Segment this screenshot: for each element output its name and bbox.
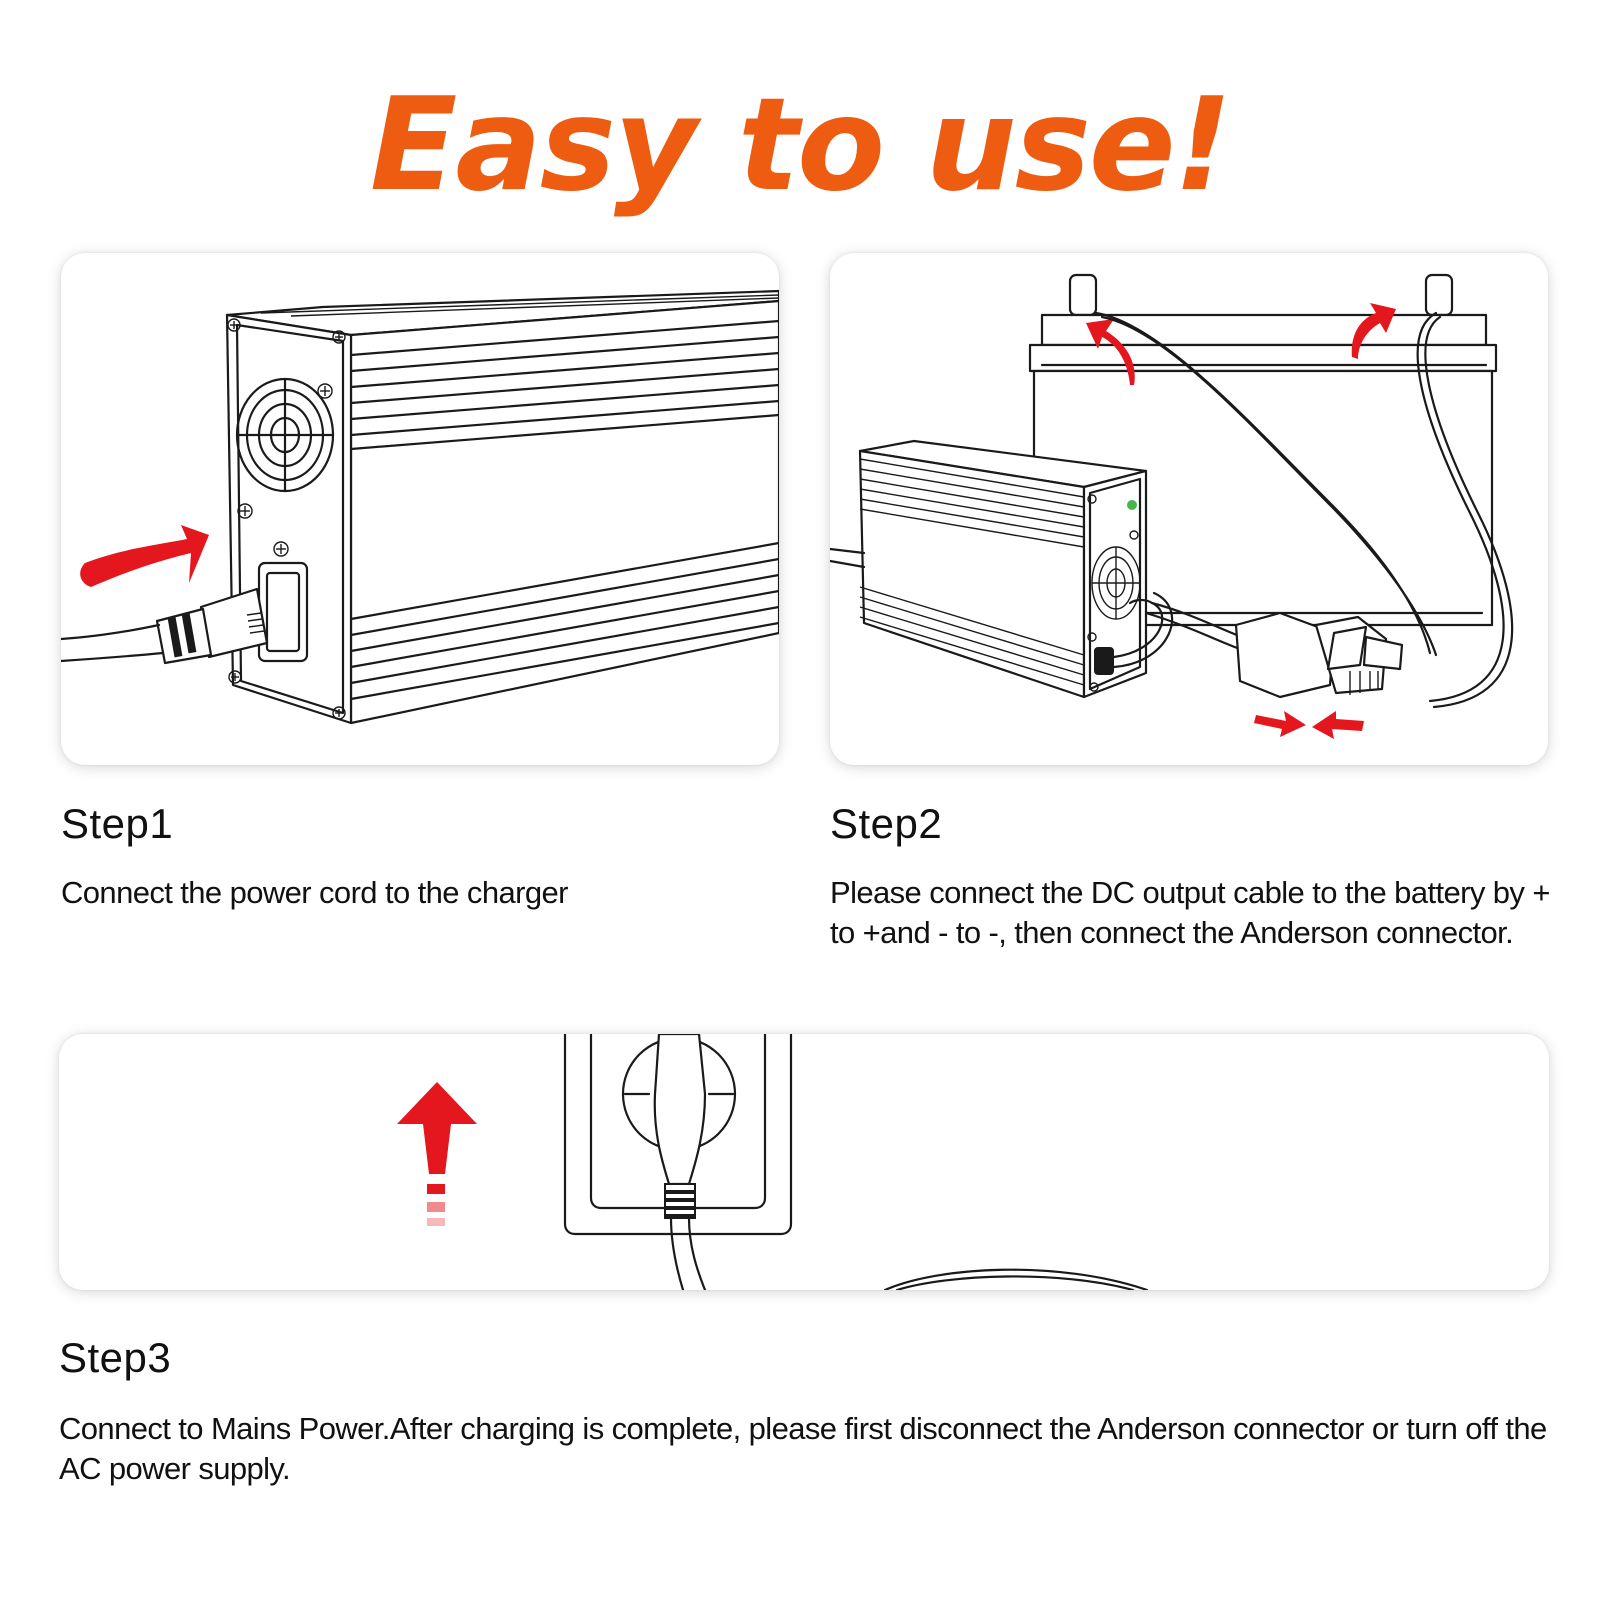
charger-battery-anderson-illustration	[830, 273, 1514, 739]
step1-illustration-panel	[61, 253, 779, 765]
wall-socket-plug-illustration	[397, 1034, 1149, 1290]
step1-description: Connect the power cord to the charger	[61, 875, 568, 910]
plug-icon	[653, 1034, 707, 1290]
step1-title: Step1	[61, 800, 174, 847]
status-led-icon	[1127, 500, 1137, 510]
page-title: Easy to use!	[369, 71, 1232, 220]
up-arrow-icon	[397, 1082, 477, 1226]
step3-title: Step3	[59, 1334, 172, 1381]
step3-illustration-panel	[59, 1034, 1549, 1290]
anderson-connector-icon	[1144, 601, 1404, 699]
step2-illustration-panel	[830, 253, 1548, 765]
step3-description: Connect to Mains Power.After charging is…	[59, 1411, 1547, 1486]
charger-icon	[830, 439, 1174, 699]
step2-description: Please connect the DC output cable to th…	[830, 875, 1550, 950]
charger-power-cord-illustration	[61, 289, 779, 725]
step2-title: Step2	[830, 800, 943, 847]
